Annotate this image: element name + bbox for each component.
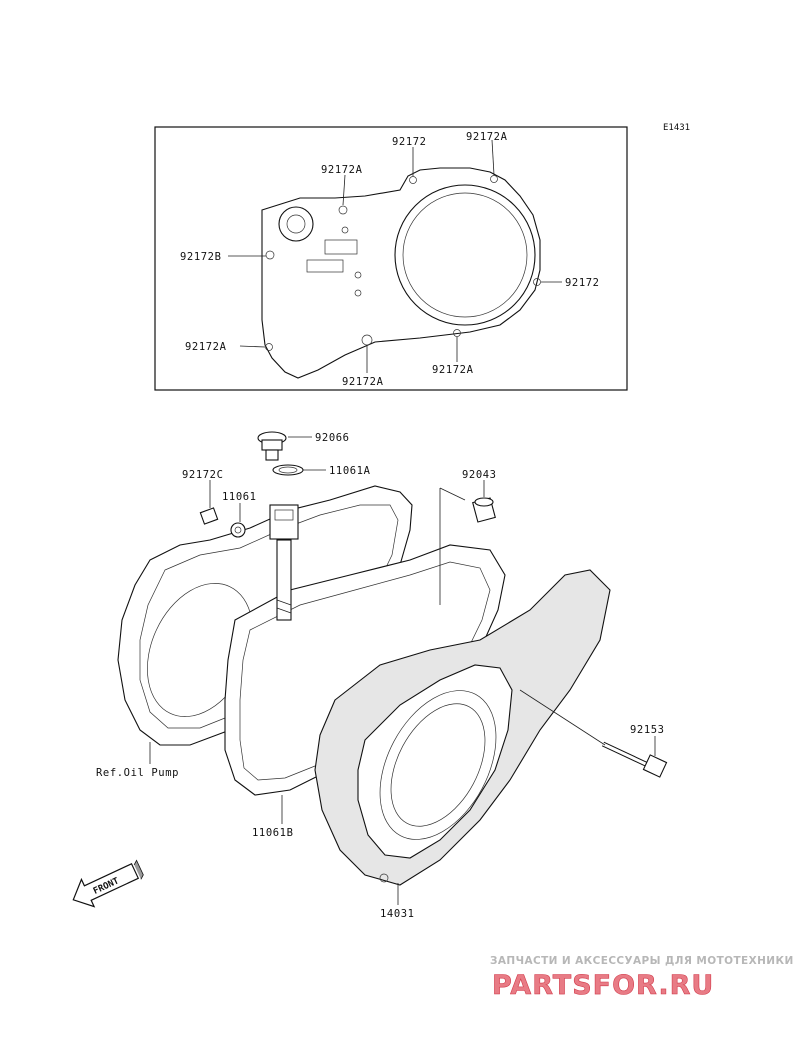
washer-11061-hole	[234, 526, 242, 534]
inset-bolt	[354, 289, 362, 297]
inset-bolt	[341, 226, 349, 234]
inset-oil-boss	[278, 206, 314, 242]
cover-bolt-hole	[379, 873, 389, 883]
diagram-code: E1431	[663, 123, 690, 133]
watermark-tagline: ЗАПЧАСТИ И АКСЕССУАРЫ ДЛЯ МОТОТЕХНИКИ	[490, 955, 794, 967]
oil-pump-shaft	[276, 539, 292, 621]
inset-bolt	[265, 343, 273, 351]
inset-label-upper-center: 92172A	[321, 164, 363, 176]
inset-label-plate-2	[306, 259, 344, 273]
washer-11061	[230, 522, 246, 538]
plug-body	[261, 439, 283, 451]
leader-line	[491, 139, 495, 176]
oil-pump-gear-tooth	[276, 599, 292, 606]
oil-pump-port	[274, 509, 294, 521]
label-14031: 14031	[380, 908, 415, 920]
screw-92172C	[199, 507, 219, 525]
dowel-pin-92043	[472, 497, 496, 523]
label-ref-oil-pump: Ref.Oil Pump	[96, 767, 179, 779]
inset-label-right: 92172	[565, 277, 600, 289]
label-92172C: 92172C	[182, 469, 224, 481]
inset-clutch-ring	[394, 184, 536, 326]
leader-line	[342, 174, 346, 206]
inset-label-left: 92172B	[180, 251, 222, 263]
leader-line	[519, 689, 606, 746]
label-11061: 11061	[222, 491, 257, 503]
inset-bolt	[453, 329, 461, 337]
inset-label-bottom-right: 92172A	[432, 364, 474, 376]
watermark: ЗАПЧАСТИ И АКСЕССУАРЫ ДЛЯ МОТОТЕХНИКИ PA…	[490, 955, 794, 1001]
inset-label-top-right: 92172A	[466, 131, 508, 143]
plug-92066	[257, 431, 287, 461]
front-arrow: FRONT	[72, 859, 144, 908]
inset-bolt	[533, 278, 541, 286]
inset-bolt	[354, 271, 362, 279]
label-92043: 92043	[462, 469, 497, 481]
o-ring-11061A	[272, 464, 304, 476]
watermark-logo: PARTSFOR.RU	[492, 970, 714, 1001]
clutch-cover-bore	[379, 690, 497, 840]
label-11061A: 11061A	[329, 465, 371, 477]
exploded-view: 92066 11061A 92172C 11061 92043 92153 Re…	[96, 431, 668, 920]
inset-bolt	[490, 175, 498, 183]
inset-label-plate-1	[324, 239, 358, 255]
dowel-pin-top	[474, 497, 494, 507]
inset-cover-view: 92172 92172A 92172A 92172B 92172 92172A …	[154, 126, 628, 391]
inset-frame	[154, 126, 628, 391]
inset-bolt	[338, 205, 348, 215]
o-ring-11061A-inner	[278, 466, 298, 474]
inset-bolt	[265, 250, 275, 260]
bolt-92153	[601, 741, 668, 778]
label-92066: 92066	[315, 432, 350, 444]
label-11061B: 11061B	[252, 827, 294, 839]
clutch-cover-face	[357, 664, 513, 859]
arrow-depth	[133, 859, 144, 880]
inset-clutch-inner	[402, 192, 528, 318]
oil-pump-gear-tooth	[276, 607, 292, 614]
arrow-icon	[72, 863, 140, 908]
leader-line	[239, 345, 266, 348]
bolt-head	[642, 754, 668, 778]
inset-label-bottom-center: 92172A	[342, 376, 384, 388]
inset-label-lower-left: 92172A	[185, 341, 227, 353]
inset-bolt	[409, 176, 417, 184]
oil-pump	[269, 504, 299, 621]
clutch-cover-bore-inner	[390, 703, 486, 827]
inset-label-top-center: 92172	[392, 136, 427, 148]
plug-thread	[265, 449, 279, 461]
label-92153: 92153	[630, 724, 665, 736]
bolt-shank-fill	[602, 742, 651, 768]
inset-oil-hole	[286, 214, 306, 234]
leader-line	[439, 487, 466, 501]
